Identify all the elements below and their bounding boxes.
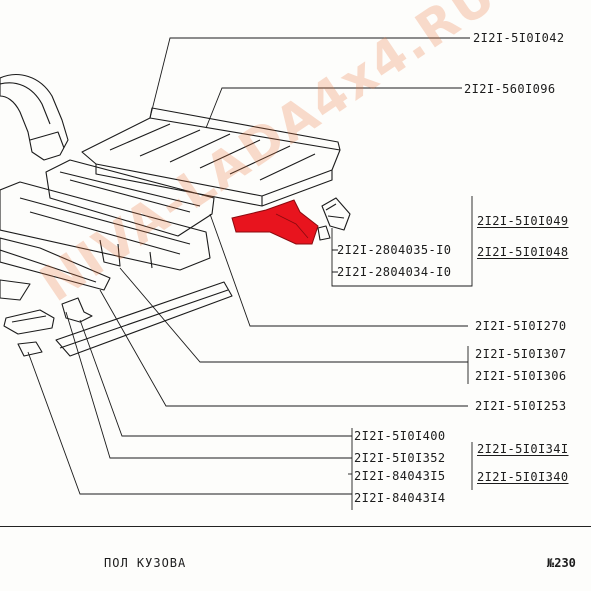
part-number-label: 2I2I-84043I4 bbox=[354, 491, 446, 505]
front-floor-panel bbox=[81, 117, 341, 197]
part-number-label: 2I2I-560I096 bbox=[464, 82, 556, 96]
page-title: ПОЛ КУЗОВА bbox=[104, 556, 187, 570]
page-number: №230 bbox=[547, 556, 576, 570]
part-number-label: 2I2I-5I0I352 bbox=[354, 451, 446, 465]
footer-divider bbox=[0, 526, 591, 527]
small-bracket bbox=[61, 297, 93, 323]
part-number-label: 2I2I-5I0I307 bbox=[475, 347, 567, 361]
part-number-label: 2I2I-2804035-I0 bbox=[337, 243, 452, 257]
bracket-plate bbox=[3, 309, 55, 335]
clip-small bbox=[317, 225, 331, 241]
wheel-arch bbox=[0, 74, 69, 161]
part-number-label: 2I2I-5I0I34I bbox=[477, 442, 569, 456]
floor-tunnel bbox=[45, 159, 215, 237]
body-floor-outline bbox=[0, 74, 351, 357]
part-number-label: 2I2I-5I0I400 bbox=[354, 429, 446, 443]
part-number-label: 2I2I-5I0I042 bbox=[473, 31, 565, 45]
highlighted-part bbox=[231, 199, 319, 245]
sill-strip bbox=[55, 281, 233, 357]
part-number-label: 2I2I-5I0I049 bbox=[477, 214, 569, 228]
clip-bracket bbox=[321, 197, 351, 231]
floor-reinforcement bbox=[0, 237, 111, 291]
part-number-label: 2I2I-5I0I270 bbox=[475, 319, 567, 333]
part-number-label: 2I2I-5I0I048 bbox=[477, 245, 569, 259]
part-number-label: 2I2I-5I0I253 bbox=[475, 399, 567, 413]
leader-lines bbox=[27, 37, 473, 510]
small-plate bbox=[17, 341, 43, 357]
part-number-label: 2I2I-5I0I306 bbox=[475, 369, 567, 383]
floor-side-member bbox=[0, 181, 211, 271]
part-number-label: 2I2I-84043I5 bbox=[354, 469, 446, 483]
part-number-label: 2I2I-5I0I340 bbox=[477, 470, 569, 484]
part-number-label: 2I2I-2804034-I0 bbox=[337, 265, 452, 279]
